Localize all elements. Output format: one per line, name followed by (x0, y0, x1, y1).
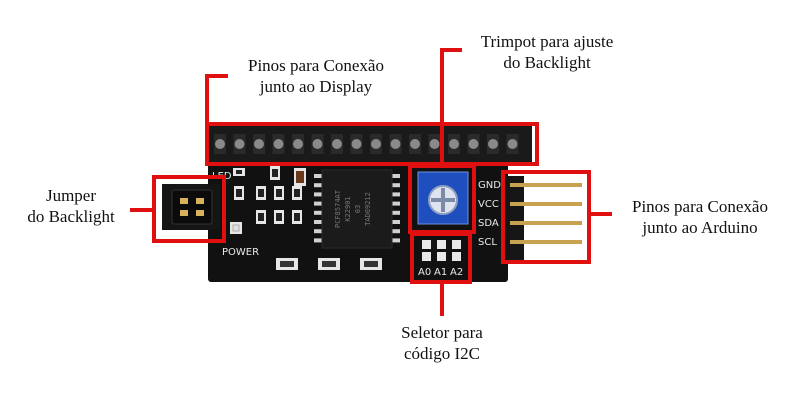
jumper-pin (196, 210, 204, 216)
ic-chip-leg (392, 201, 400, 206)
display-header-pins (214, 134, 519, 154)
header-pin-solder (273, 139, 284, 149)
ic-chip-leg (392, 183, 400, 188)
ic-chip-leg (314, 220, 322, 224)
ic-chip-leg (392, 174, 400, 178)
jumper-label-line1: Jumper (45, 186, 97, 205)
header-pin-solder (332, 139, 342, 149)
header-pin-solder (488, 139, 498, 149)
smd-components (230, 166, 382, 270)
arduino-pins-highlight (501, 170, 591, 264)
pin-label-scl: SCL (478, 237, 497, 248)
arduino-pins-label-line1: Pinos para Conexão (632, 197, 768, 216)
trimpot-callout-line (440, 48, 462, 166)
i2c-selector-label-line1: Seletor para (401, 323, 483, 342)
header-pin-solder (312, 139, 323, 149)
trimpot-label-line2: do Backlight (503, 53, 591, 72)
arduino-pins-label: Pinos para Conexão junto ao Arduino (614, 196, 786, 238)
ic-chip-leg (314, 238, 322, 243)
display-pins-label-line2: junto ao Display (259, 77, 373, 96)
header-pin-solder (390, 139, 401, 149)
jumper-cap (171, 189, 213, 225)
ic-chip-leg (314, 174, 322, 178)
trimpot-slot (431, 198, 455, 202)
header-pin-solder (371, 139, 381, 149)
jumper-pin (196, 198, 204, 204)
arduino-header (506, 176, 524, 260)
power-silkscreen: POWER (222, 247, 259, 258)
header-pin-solder (215, 139, 225, 149)
ic-chip (314, 174, 400, 243)
trimpot-label: Trimpot para ajuste do Backlight (462, 31, 632, 73)
i2c-selector-label-line2: código I2C (403, 344, 481, 363)
i2c-selector-label: Seletor para código I2C (382, 322, 502, 364)
jumper-pin (180, 198, 188, 204)
jumper-label-line2: do Backlight (27, 207, 115, 226)
header-pin-solder (351, 139, 362, 149)
chip-marking-line: PCF8574AT (334, 189, 342, 228)
ic-chip-leg (314, 192, 322, 197)
display-callout-line (205, 74, 228, 124)
header-pin-solder (293, 139, 303, 149)
pin-label-sda: SDA (478, 218, 499, 229)
display-pins-highlight (205, 122, 539, 166)
address-label-a2: A2 (450, 267, 463, 278)
jumper-label: Jumper do Backlight (12, 185, 130, 227)
pin-label-vcc: VCC (478, 199, 499, 210)
display-pins-label: Pinos para Conexão junto ao Display (232, 55, 400, 97)
header-pin-solder (234, 139, 245, 149)
jumper-pin (180, 210, 188, 216)
header-pin-solder (449, 139, 459, 149)
ic-chip-leg (314, 201, 322, 206)
arduino-header-pins (510, 183, 582, 244)
header-pin-solder (254, 139, 264, 149)
ic-chip-leg (314, 210, 322, 215)
header-pin-solder (468, 139, 479, 149)
ic-chip-body (321, 169, 393, 249)
ic-chip-leg (314, 183, 322, 188)
header-pin-solder (507, 139, 518, 149)
chip-marking-line: K22901 (344, 196, 352, 221)
address-label-a0: A0 (418, 267, 431, 278)
ic-chip-leg (392, 192, 400, 197)
ic-chip-leg (314, 229, 322, 234)
ic-chip-leg (392, 210, 400, 215)
header-pin-solder (429, 139, 440, 149)
chip-marking-line: 03 (354, 205, 362, 213)
address-pads (422, 240, 461, 261)
pin-label-gnd: GND (478, 180, 501, 191)
header-pin-solder (410, 139, 420, 149)
chip-marking-line: TAD09212 (364, 192, 372, 226)
ic-chip-leg (392, 220, 400, 224)
ic-chip-leg (392, 238, 400, 243)
arduino-pins-label-line2: junto ao Arduino (642, 218, 758, 237)
address-label-a1: A1 (434, 267, 447, 278)
ic-chip-leg (392, 229, 400, 234)
display-pins-label-line1: Pinos para Conexão (248, 56, 384, 75)
trimpot-label-line1: Trimpot para ajuste (480, 32, 614, 51)
